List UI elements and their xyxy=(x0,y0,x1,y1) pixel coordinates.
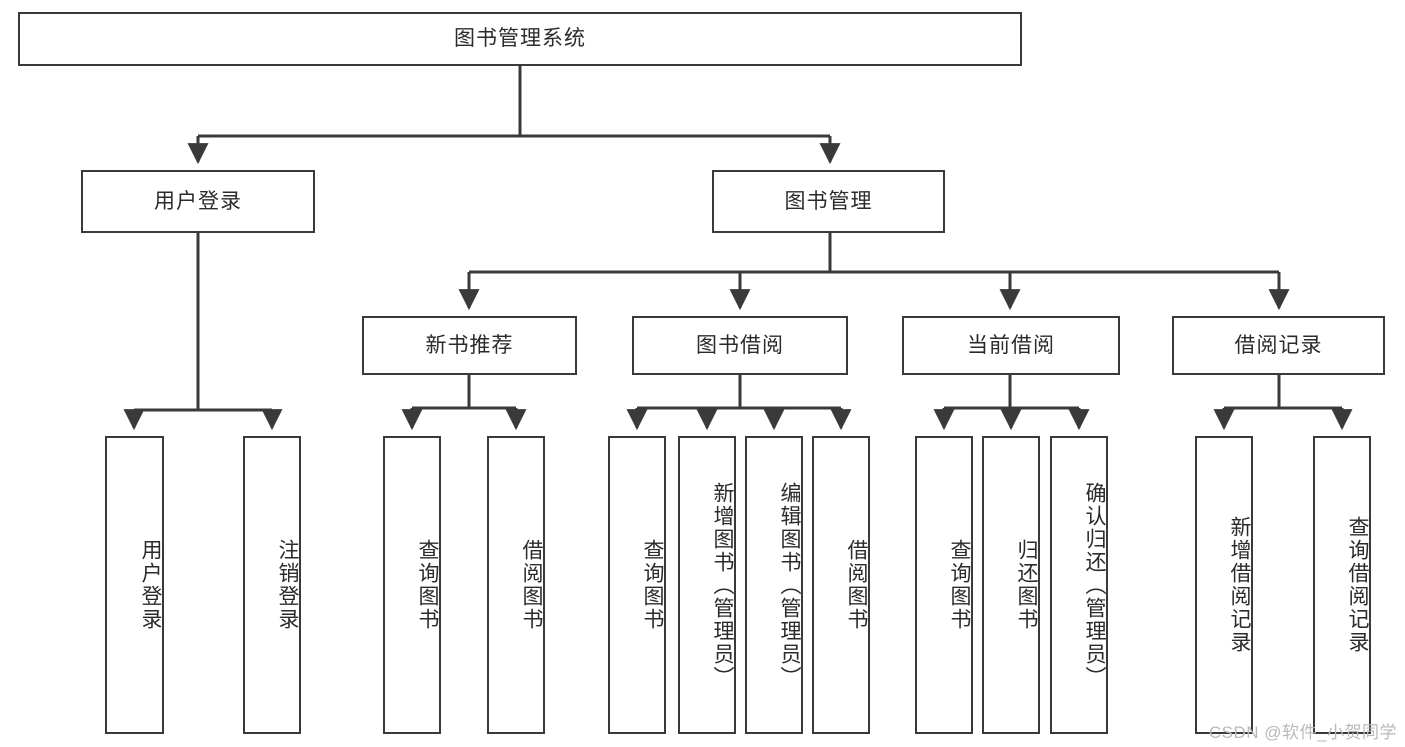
leaf-add-record[interactable]: 新增借阅记录 xyxy=(1195,436,1253,734)
node-root-label: 图书管理系统 xyxy=(454,27,586,51)
node-user-login[interactable]: 用户登录 xyxy=(81,170,315,233)
node-book-manage-label: 图书管理 xyxy=(784,189,873,213)
leaf-query-record[interactable]: 查询借阅记录 xyxy=(1313,436,1371,734)
leaf-borrow-book-label: 借阅图书 xyxy=(845,539,868,631)
leaf-confirm-return-label: 确认归还（管理员） xyxy=(1083,481,1106,689)
leaf-borrow-book[interactable]: 借阅图书 xyxy=(812,436,870,734)
leaf-borrow-book-rec-label: 借阅图书 xyxy=(520,539,543,631)
leaf-borrow-book-rec[interactable]: 借阅图书 xyxy=(487,436,545,734)
leaf-return-book-label: 归还图书 xyxy=(1015,539,1038,631)
watermark: CSDN @软件_小贺同学 xyxy=(1208,723,1397,742)
leaf-edit-book-label: 编辑图书（管理员） xyxy=(778,481,801,689)
node-book-borrow-label: 图书借阅 xyxy=(696,333,784,357)
node-user-login-label: 用户登录 xyxy=(154,189,242,213)
leaf-query-book-cur-label: 查询图书 xyxy=(948,539,971,631)
leaf-query-book-label: 查询图书 xyxy=(641,539,664,631)
leaf-return-book[interactable]: 归还图书 xyxy=(982,436,1040,734)
leaf-add-book[interactable]: 新增图书（管理员） xyxy=(678,436,736,734)
node-borrow-record[interactable]: 借阅记录 xyxy=(1172,316,1385,375)
leaf-confirm-return[interactable]: 确认归还（管理员） xyxy=(1050,436,1108,734)
node-root[interactable]: 图书管理系统 xyxy=(18,12,1022,66)
node-book-manage[interactable]: 图书管理 xyxy=(712,170,945,233)
leaf-query-book-rec[interactable]: 查询图书 xyxy=(383,436,441,734)
leaf-query-book-rec-label: 查询图书 xyxy=(416,539,439,631)
node-current-borrow[interactable]: 当前借阅 xyxy=(902,316,1120,375)
leaf-query-record-label: 查询借阅记录 xyxy=(1346,516,1369,654)
node-new-book-recommend[interactable]: 新书推荐 xyxy=(362,316,577,375)
leaf-query-book[interactable]: 查询图书 xyxy=(608,436,666,734)
node-new-book-recommend-label: 新书推荐 xyxy=(425,333,514,357)
node-borrow-record-label: 借阅记录 xyxy=(1234,333,1323,357)
leaf-logout-label: 注销登录 xyxy=(276,539,299,631)
leaf-edit-book[interactable]: 编辑图书（管理员） xyxy=(745,436,803,734)
leaf-user-login-label: 用户登录 xyxy=(139,539,162,631)
leaf-add-book-label: 新增图书（管理员） xyxy=(711,481,734,689)
leaf-query-book-cur[interactable]: 查询图书 xyxy=(915,436,973,734)
leaf-add-record-label: 新增借阅记录 xyxy=(1228,516,1251,654)
leaf-logout[interactable]: 注销登录 xyxy=(243,436,301,734)
node-book-borrow[interactable]: 图书借阅 xyxy=(632,316,848,375)
leaf-user-login[interactable]: 用户登录 xyxy=(105,436,164,734)
node-current-borrow-label: 当前借阅 xyxy=(967,333,1055,357)
